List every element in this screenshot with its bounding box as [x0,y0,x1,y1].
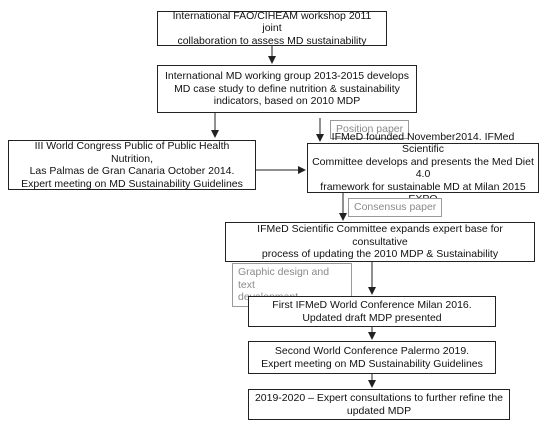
box-ifmed-founded: IFMeD founded November2014. IFMed Scient… [307,131,539,205]
box-text: IFMeD Scientific Committee expands exper… [257,223,503,261]
box-text: International FAO/CIHEAM workshop 2011 j… [172,9,372,47]
box-expert-consultations: 2019-2020 – Expert consultations to furt… [248,389,510,420]
label-text: Position paper [336,123,404,135]
label-consensus-paper: Consensus paper [348,198,443,217]
box-world-congress: III World Congress Public of Public Heal… [8,140,256,190]
label-text: Consensus paper [354,201,437,213]
box-scientific-committee: IFMeD Scientific Committee expands exper… [225,222,535,262]
box-second-world-conference: Second World Conference Palermo 2019. Ex… [248,341,496,374]
box-text: Second World Conference Palermo 2019. Ex… [261,345,483,370]
box-text: III World Congress Public of Public Heal… [21,140,243,190]
box-fao-ciheam-workshop: International FAO/CIHEAM workshop 2011 j… [157,9,387,47]
box-first-world-conference: First IFMeD World Conference Milan 2016.… [248,296,496,327]
box-text: International MD working group 2013-2015… [165,70,409,108]
box-text: IFMeD founded November2014. IFMed Scient… [312,130,534,206]
box-text: 2019-2020 – Expert consultations to furt… [254,392,504,417]
box-md-working-group: International MD working group 2013-2015… [157,65,417,113]
label-position-paper: Position paper [330,120,410,139]
box-text: First IFMeD World Conference Milan 2016.… [272,299,472,324]
